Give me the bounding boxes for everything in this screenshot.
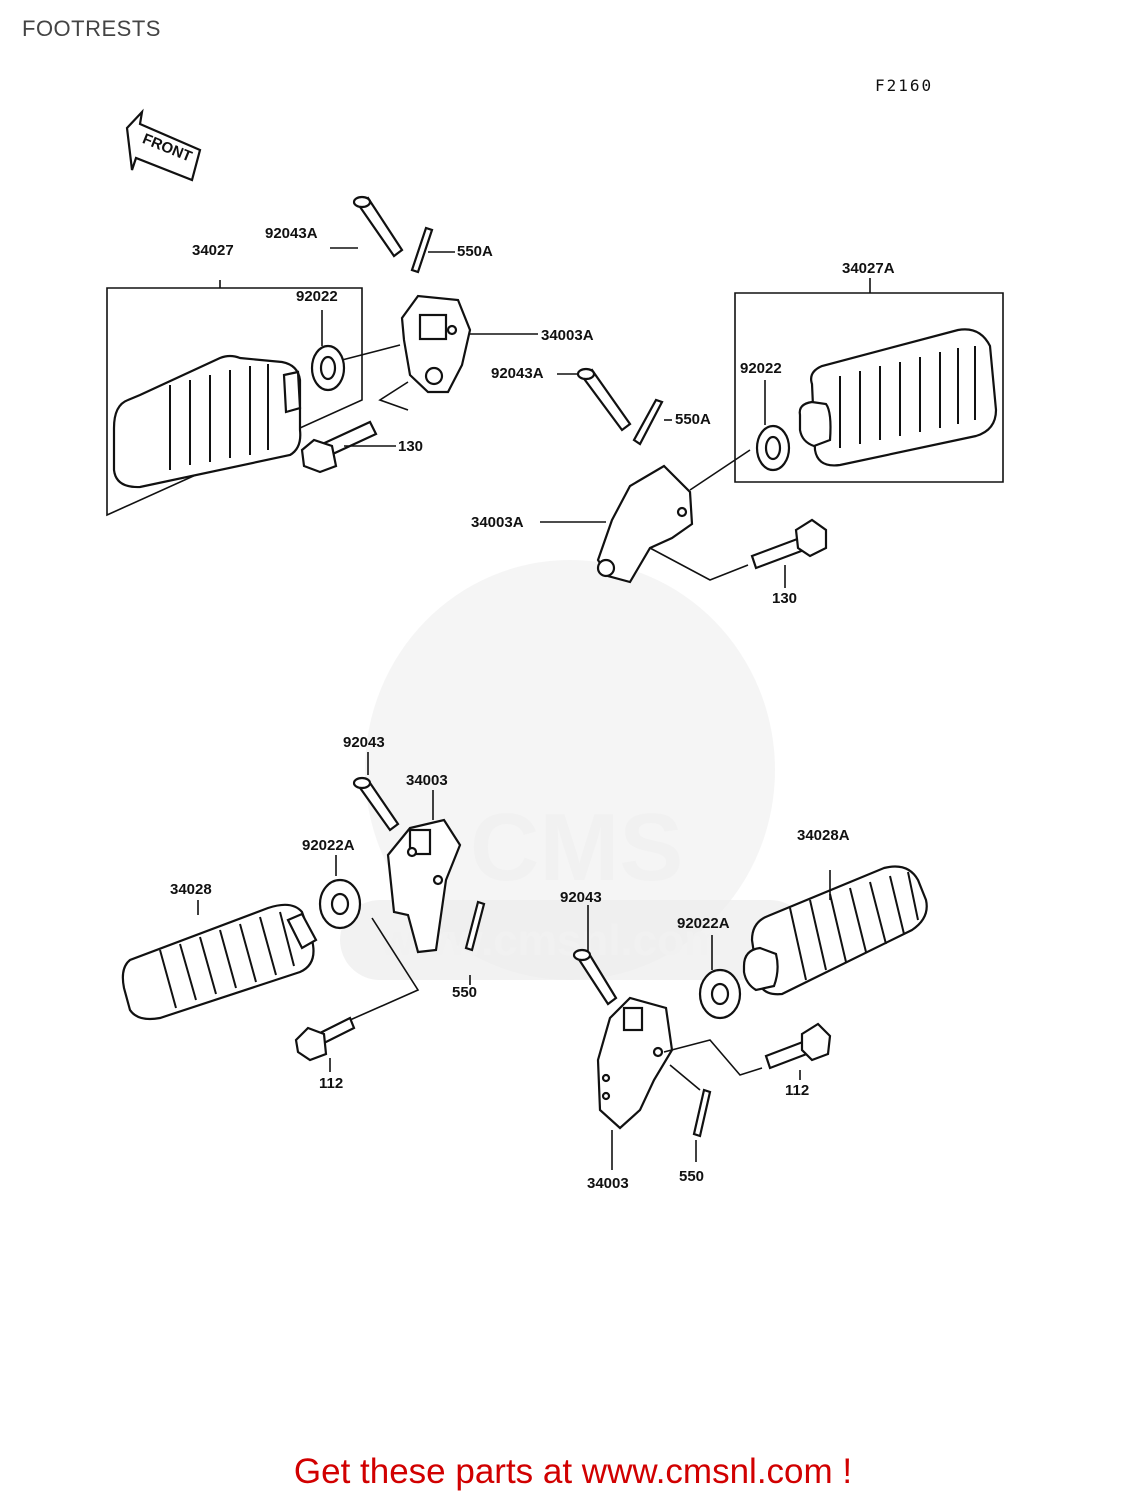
pin-92043A-left bbox=[352, 195, 404, 258]
cotter-550A-right bbox=[632, 398, 664, 446]
pin-92043-left bbox=[352, 776, 400, 832]
callout-92043-left: 92043 bbox=[343, 734, 385, 751]
washer-92022-left bbox=[310, 344, 346, 392]
cotter-550-left bbox=[464, 900, 486, 952]
callout-92022-left: 92022 bbox=[296, 288, 338, 305]
callout-550A-left: 550A bbox=[457, 243, 493, 260]
bracket-34003A-left bbox=[400, 294, 472, 394]
callout-34028: 34028 bbox=[170, 881, 212, 898]
callout-34003A-right: 34003A bbox=[471, 514, 524, 531]
callout-92022-right: 92022 bbox=[740, 360, 782, 377]
callout-34027A: 34027A bbox=[842, 260, 895, 277]
parts-diagram: CMS www.cmsnl.com FRONT 34027 bbox=[106, 108, 1004, 1192]
callout-112-left: 112 bbox=[319, 1075, 343, 1092]
footrest-34027 bbox=[106, 287, 363, 517]
callout-92043A-left: 92043A bbox=[265, 225, 318, 242]
bolt-130-left bbox=[300, 420, 378, 474]
bracket-34003-left bbox=[386, 818, 462, 954]
cotter-550A-left bbox=[410, 226, 434, 274]
watermark-logo-text: CMS bbox=[470, 794, 683, 901]
diagram-code: F2160 bbox=[875, 76, 934, 95]
page-title: FOOTRESTS bbox=[22, 16, 161, 41]
callout-130-right: 130 bbox=[772, 590, 797, 607]
callout-550-left: 550 bbox=[452, 984, 477, 1001]
callout-550-right: 550 bbox=[679, 1168, 704, 1185]
callout-550A-right: 550A bbox=[675, 411, 711, 428]
callout-92022A-left: 92022A bbox=[302, 837, 355, 854]
bolt-112-right bbox=[764, 1022, 832, 1070]
bracket-34003A-right bbox=[596, 464, 694, 584]
pin-92043A-right bbox=[576, 367, 632, 432]
washer-92022-right bbox=[755, 424, 791, 472]
pin-92043-right bbox=[572, 948, 618, 1006]
callout-34003-right: 34003 bbox=[587, 1175, 629, 1192]
callout-34028A: 34028A bbox=[797, 827, 850, 844]
callout-92043A-right: 92043A bbox=[491, 365, 544, 382]
callout-34003A-left: 34003A bbox=[541, 327, 594, 344]
callout-112-right: 112 bbox=[785, 1082, 809, 1099]
cmsnl-link[interactable]: Get these parts at www.cmsnl.com ! bbox=[293, 1452, 853, 1491]
callout-92043-right: 92043 bbox=[560, 889, 602, 906]
washer-92022A-right bbox=[698, 968, 742, 1020]
callout-34003-left: 34003 bbox=[406, 772, 448, 789]
callout-92022A-right: 92022A bbox=[677, 915, 730, 932]
bolt-130-right bbox=[750, 518, 828, 570]
front-arrow-icon: FRONT bbox=[125, 108, 202, 182]
footrest-34027A bbox=[734, 292, 1004, 483]
callout-34027: 34027 bbox=[192, 242, 234, 259]
bolt-112-left bbox=[294, 1016, 356, 1062]
cotter-550-right bbox=[692, 1088, 712, 1138]
bracket-34003-right bbox=[596, 996, 674, 1130]
callout-130-left: 130 bbox=[398, 438, 423, 455]
washer-92022A-left bbox=[318, 878, 362, 930]
footrest-34028A bbox=[742, 865, 928, 996]
footrest-34028 bbox=[121, 903, 318, 1021]
